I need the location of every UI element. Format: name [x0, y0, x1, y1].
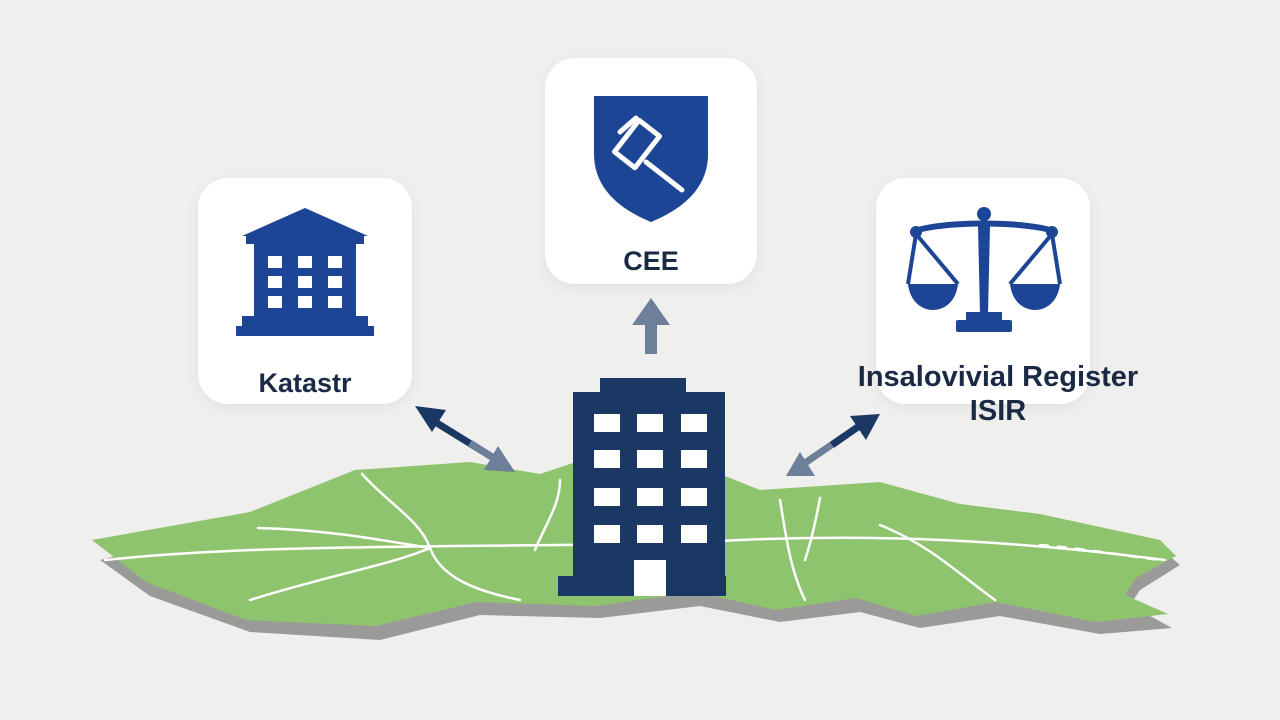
arrow-to-cee: [632, 298, 670, 354]
shield-gavel-icon: [590, 94, 712, 229]
katastr-card: Katastr: [198, 178, 412, 404]
isir-label: Insalovivial Register ISIR: [838, 360, 1158, 428]
cee-card: CEE: [545, 58, 757, 284]
scales-of-justice-icon: [906, 206, 1062, 343]
isir-label-line2: ISIR: [969, 395, 1027, 427]
katastr-label: Katastr: [258, 368, 352, 398]
arrow-isir-center: [786, 414, 880, 476]
arrow-katastr-center: [415, 406, 515, 472]
isir-label-line1: Insalovivial Register: [857, 361, 1139, 393]
bank-building-icon: [234, 204, 376, 351]
cee-label: CEE: [623, 246, 679, 276]
office-building-icon: [558, 378, 726, 596]
isir-card: [876, 178, 1090, 404]
